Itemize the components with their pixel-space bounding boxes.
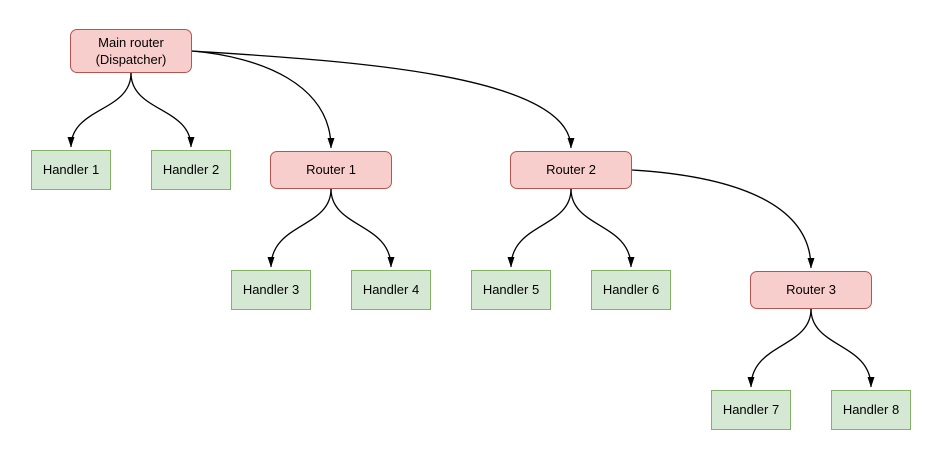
node-main-router: Main router (Dispatcher)	[70, 29, 192, 73]
edge-router2-to-handler5	[507, 188, 572, 268]
node-handler-8-label: Handler 8	[842, 402, 900, 418]
node-handler-5: Handler 5	[471, 270, 551, 310]
edge-router2-to-router3	[631, 169, 815, 269]
node-router-2: Router 2	[510, 151, 632, 189]
node-router-2-label: Router 2	[546, 162, 596, 178]
edge-router3-to-handler8	[810, 308, 875, 388]
node-handler-7: Handler 7	[711, 390, 791, 430]
edge-router1-to-handler3	[267, 188, 332, 268]
node-handler-7-label: Handler 7	[722, 402, 780, 418]
node-handler-4: Handler 4	[351, 270, 431, 310]
edge-main-to-router1	[191, 50, 335, 149]
node-router-3: Router 3	[750, 271, 872, 309]
node-handler-4-label: Handler 4	[362, 282, 420, 298]
node-router-1: Router 1	[270, 151, 392, 189]
node-handler-3-label: Handler 3	[242, 282, 300, 298]
node-handler-1-label: Handler 1	[42, 162, 100, 178]
node-handler-6: Handler 6	[591, 270, 671, 310]
node-handler-3: Handler 3	[231, 270, 311, 310]
node-handler-2-label: Handler 2	[162, 162, 220, 178]
edge-main-to-handler2	[130, 72, 195, 148]
node-handler-2: Handler 2	[151, 150, 231, 190]
node-handler-6-label: Handler 6	[602, 282, 660, 298]
node-handler-1: Handler 1	[31, 150, 111, 190]
edge-router1-to-handler4	[330, 188, 395, 268]
node-router-3-label: Router 3	[786, 282, 836, 298]
node-router-1-label: Router 1	[306, 162, 356, 178]
node-handler-8: Handler 8	[831, 390, 911, 430]
edge-main-to-handler1	[67, 72, 132, 148]
edge-router2-to-handler6	[570, 188, 635, 268]
edge-router3-to-handler7	[747, 308, 812, 388]
edge-main-to-router2	[191, 50, 575, 149]
node-main-router-label: Main router (Dispatcher)	[95, 34, 167, 67]
node-handler-5-label: Handler 5	[482, 282, 540, 298]
